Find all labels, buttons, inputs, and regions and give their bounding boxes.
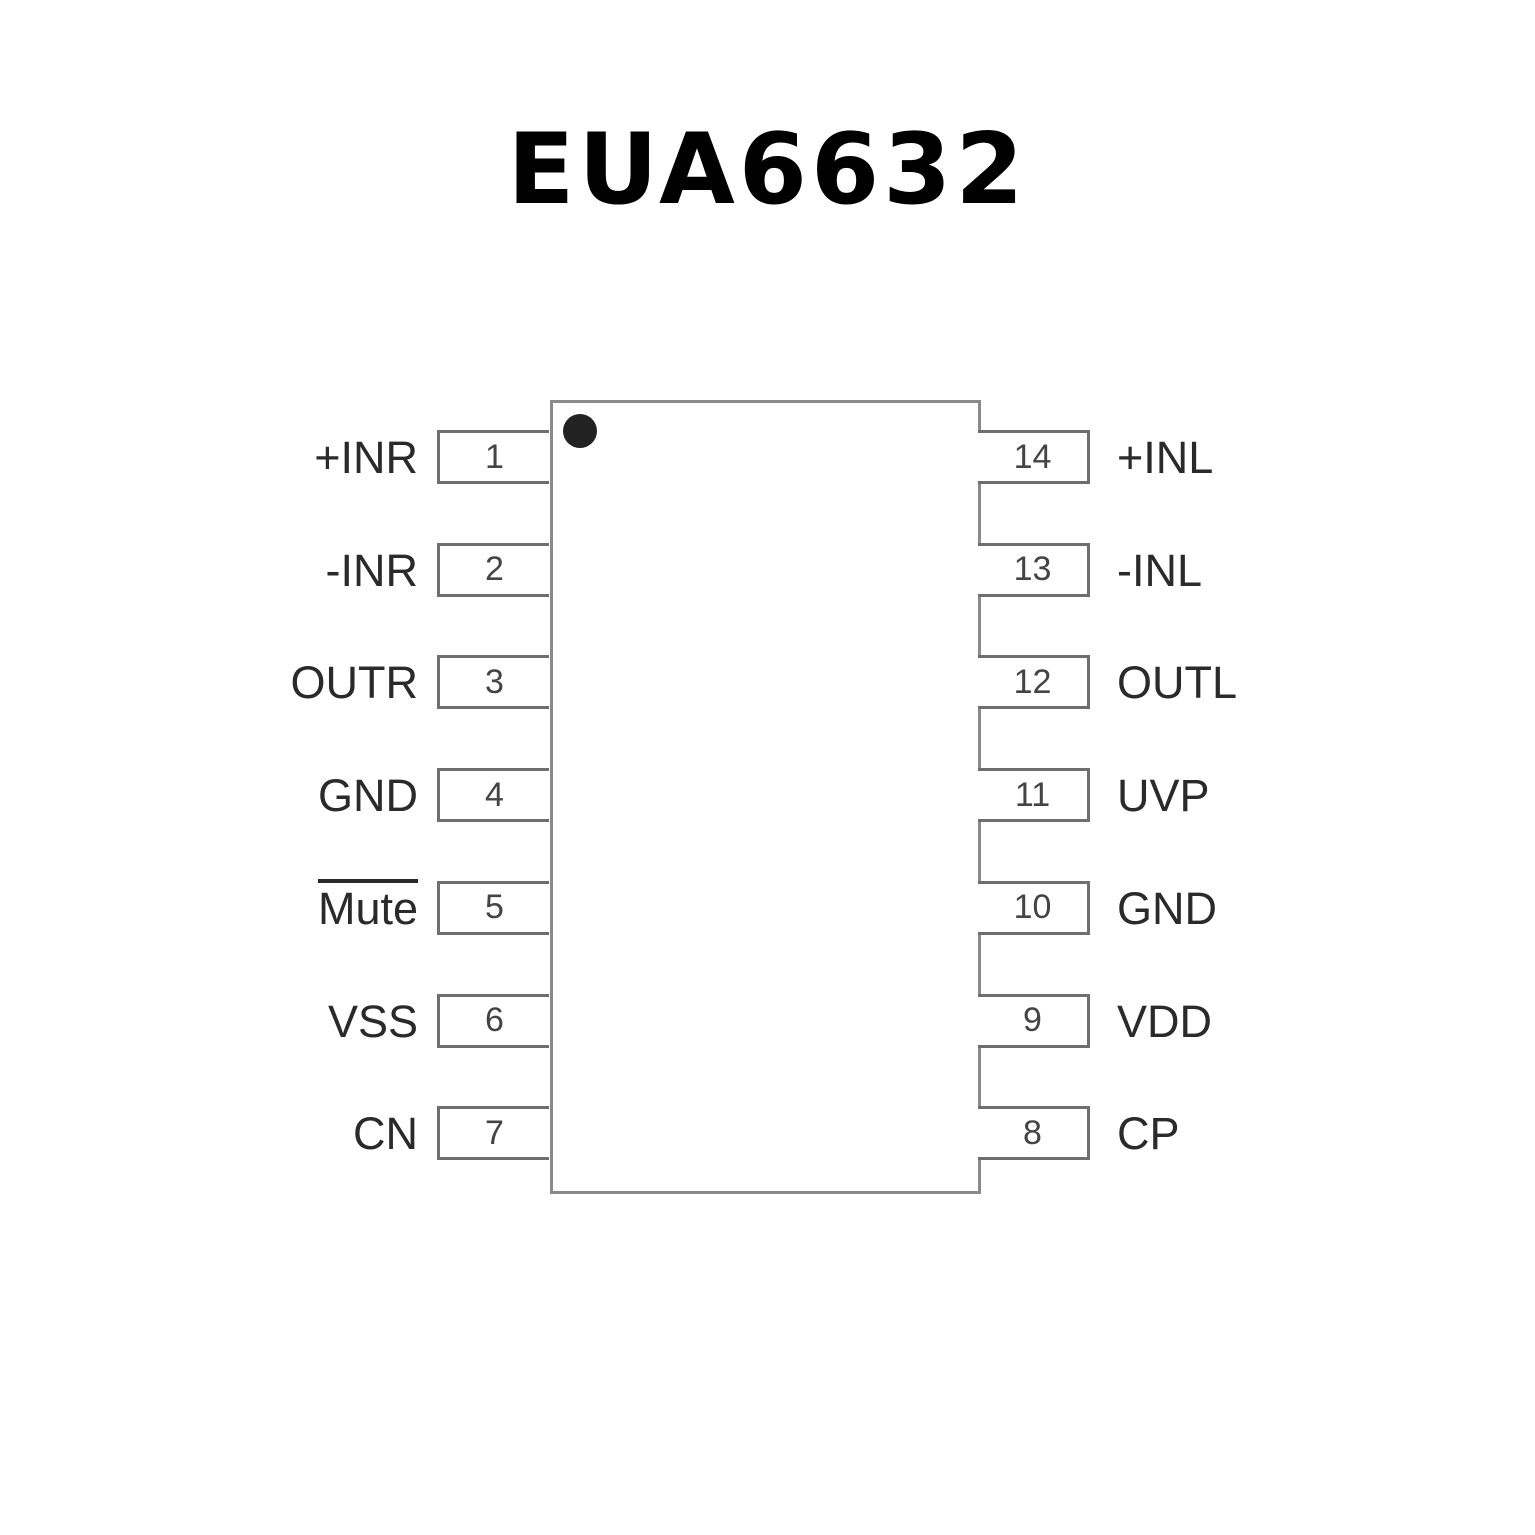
- pin-label: +INR: [314, 432, 418, 483]
- pin-label: OUTL: [1117, 657, 1238, 709]
- pin-label: VDD: [1117, 995, 1213, 1047]
- pin-number: 13: [1013, 550, 1052, 589]
- pin-3: 3: [437, 655, 549, 710]
- pin-12: 12: [978, 655, 1090, 710]
- pin-number: 6: [485, 1001, 504, 1039]
- pin-number: 2: [485, 550, 504, 589]
- pin-1: 1: [437, 430, 549, 484]
- pin-number: 11: [1014, 775, 1051, 814]
- pin-number: 7: [485, 1113, 504, 1152]
- pin-2: 2: [437, 542, 549, 597]
- pin-9: 9: [978, 993, 1090, 1048]
- pin-number: 9: [1023, 1001, 1042, 1039]
- pin-label: Mute: [317, 882, 418, 934]
- pin-label: OUTR: [290, 657, 419, 709]
- pin-label: +INL: [1117, 432, 1214, 483]
- pin-6: 6: [437, 993, 549, 1048]
- pin-5: 5: [437, 880, 549, 935]
- pin-number: 8: [1023, 1113, 1042, 1152]
- pin-label: GND: [318, 770, 418, 822]
- pin-label: CN: [353, 1108, 418, 1160]
- pin-7: 7: [437, 1106, 549, 1161]
- pin-label: UVP: [1117, 770, 1210, 822]
- pin-10: 10: [978, 880, 1090, 935]
- pin-8: 8: [978, 1106, 1090, 1161]
- chip-title: EUA6632: [507, 113, 1028, 227]
- pin-label: -INL: [1117, 544, 1203, 596]
- chip-body: [550, 400, 981, 1194]
- pin1-indicator-dot: [563, 414, 597, 448]
- pin-number: 10: [1013, 888, 1052, 927]
- pin-number: 14: [1013, 437, 1052, 476]
- pin-label: GND: [1117, 882, 1217, 934]
- pin-11: 11: [978, 768, 1090, 823]
- pin-number: 12: [1013, 662, 1052, 701]
- pin-13: 13: [978, 542, 1090, 597]
- pin-label: CP: [1117, 1108, 1180, 1160]
- pin-label: VSS: [327, 995, 418, 1047]
- pin-14: 14: [978, 430, 1090, 484]
- pin-label: -INR: [325, 544, 418, 596]
- pin-number: 4: [485, 775, 504, 814]
- pin-4: 4: [437, 768, 549, 823]
- pin-number: 5: [485, 888, 504, 927]
- pin-number: 1: [485, 437, 504, 476]
- pin-number: 3: [485, 662, 504, 701]
